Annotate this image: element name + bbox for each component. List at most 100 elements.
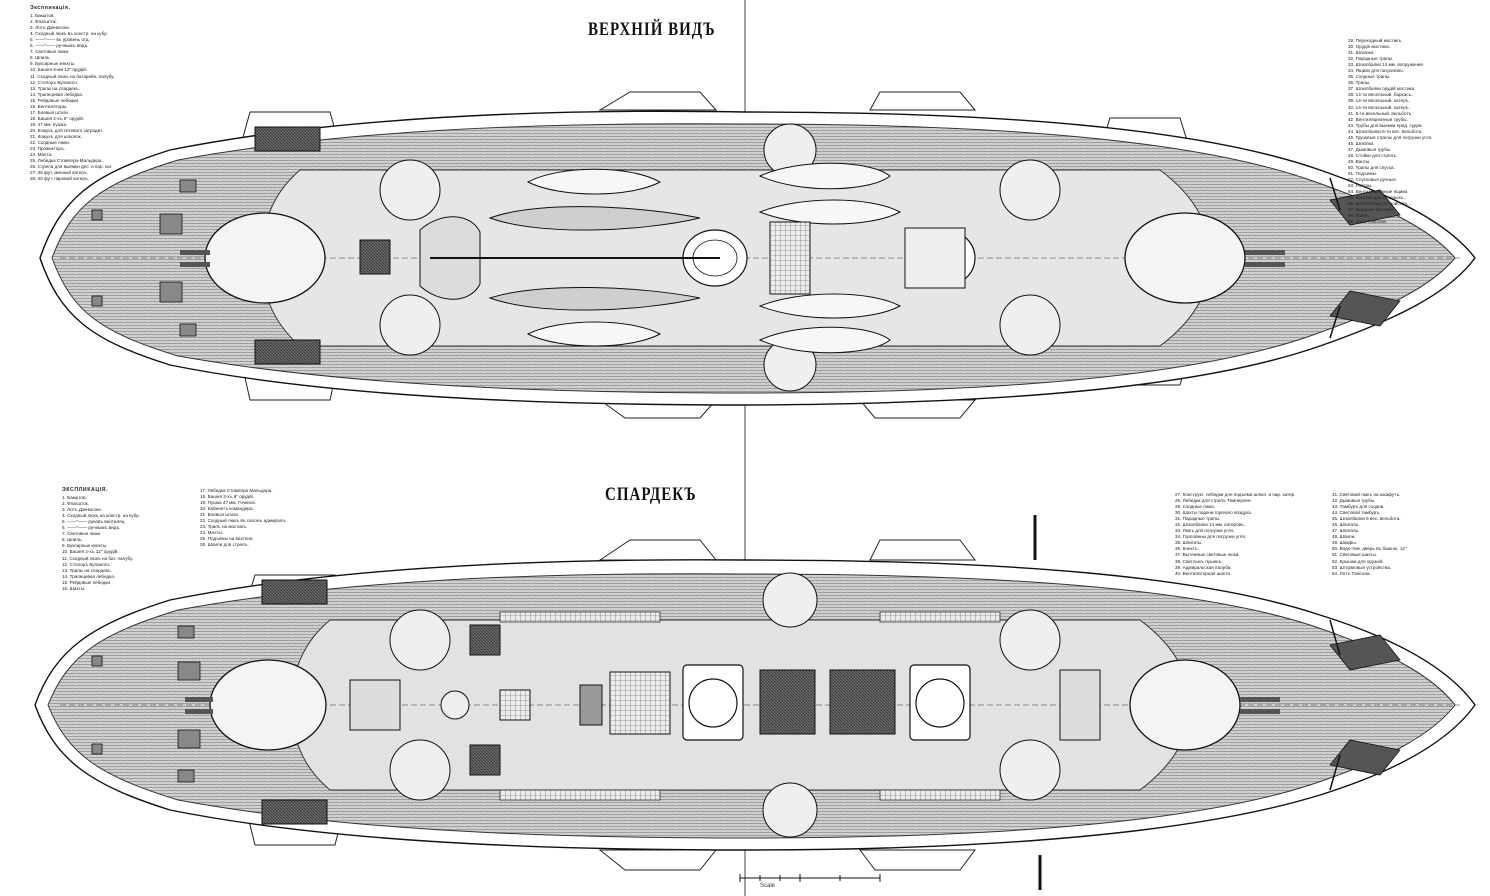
legend-item: 50. Водо-тем. дверь въ башню. 12" [1332, 546, 1407, 552]
legend-item: 30. Орудія мостика. [1348, 44, 1390, 50]
legend-item: 39. Адмиральская палуба. [1175, 564, 1232, 570]
upper-aft-main-turret [1124, 212, 1246, 304]
legend-item: 28. Лебедки для стрелъ Темперлея. [1175, 498, 1252, 504]
legend-item: 48. Стойки для стрелъ. [1348, 152, 1398, 158]
legend-item: 45. Шлюпбалки 6 вес. вельбота. [1332, 516, 1401, 522]
legend-item: 32. Шлюпбалки 14 мм. катеровъ. [1175, 522, 1246, 528]
legend-item: 43. Тамбуръ для сходни. [1332, 504, 1385, 510]
legend-item: 16. Вентиляторы. [30, 103, 68, 109]
upper-fore-main-turret [204, 212, 326, 304]
legend-item: 19. Пушка 47 мм. Гочкиса. [200, 500, 256, 506]
legend-item: 13. Трапы на спардекъ. [62, 567, 112, 573]
legend-item: 40. Вентиляторная шахта. [1175, 570, 1232, 576]
legend-item: 29. Сходные люки. [1175, 504, 1216, 510]
legend-item: 31. Шлюпки. [1348, 50, 1375, 56]
legend-item: 33. Люкъ для погрузки угля. [1175, 528, 1235, 534]
legend-item: 2. Флагшток. [30, 19, 57, 25]
lower-machinery-blocks [349, 624, 1101, 776]
legend-item: 26. Стрела для выемки дес. и пар. кат. [30, 164, 113, 170]
scale-label: Scale [760, 883, 776, 889]
legend-item: 52. Крышки для оружей. [1332, 558, 1384, 564]
lower-aft-main-turret [1129, 659, 1241, 751]
lower-gun-rails [499, 611, 1001, 801]
legend-item: 22. Сходные люки. [30, 140, 71, 146]
legend-item: 7. Световые люки. [30, 49, 70, 55]
legend-item: 4. Сходный люкъ въ констр. на кубр. [30, 31, 109, 37]
legend-item: 36. Трапы. [1348, 80, 1371, 86]
legend-item: 14. Трапецевая лебедка. [30, 91, 84, 97]
legend-lower-right-1: 27. Конструкт. лебедки для подъема шлюп.… [1175, 492, 1296, 577]
lower-fore-main-turret [209, 659, 327, 751]
legend-item: 1. Бакштов. [62, 495, 87, 501]
legend-lower-mid: 17. Лебедка Стомпера Мальдера. 18. Башня… [200, 488, 286, 548]
legend-item: 38. 14-ти весельный. баркасъ. [1348, 92, 1413, 98]
legend-item: 59. Лотъ Томсона. [1348, 219, 1387, 225]
legend-item: 54. Лотъ Томсона. [1332, 570, 1371, 576]
legend-item: 46. Шпигаты. [1332, 522, 1360, 528]
legend-item: 10. Башня 8-ми 12" орудій. [30, 67, 88, 73]
legend-item: 23. Прожекторъ. [30, 146, 66, 152]
legend-item: 46. Шлюпки. [1348, 140, 1375, 146]
legend-item: 9. Буксирные кнехты. [62, 543, 108, 549]
legend-item: 31. Парадные трапы. [1175, 516, 1221, 522]
legend-item: 36. Кнехтъ. [1175, 546, 1199, 552]
legend-item: 48. Шпили. [1332, 534, 1356, 540]
legend-item: 22. Сходный люкъ въ салонъ адмирала. [200, 518, 287, 524]
legend-item: 13. Трапы на спардекъ. [30, 85, 80, 91]
legend-item: 20. Кабинетъ командира. [200, 506, 254, 512]
legend-item: 14. Трапецевая лебедка. [62, 573, 116, 579]
legend-item: 34. Горловины для погрузки угля. [1175, 534, 1247, 540]
upper-view-title: ВЕРХНІЙ ВИДЪ [588, 19, 716, 40]
legend-item: 41. 6-ти весельный. вельботъ. [1348, 110, 1413, 116]
legend-item: 47. Шпигаты. [1332, 528, 1360, 534]
legend-item: 19. 47 мм. пушка. [30, 121, 68, 127]
legend-item: 27. Конструкт. лебедки для подъема шлюп.… [1175, 492, 1296, 497]
legend-item: 2. Флагшток. [62, 501, 89, 507]
legend-heading: ЭКСПЛИКАЦІЯ. [62, 487, 109, 493]
upper-secondary-turrets [379, 123, 1061, 392]
upper-boats [488, 162, 902, 354]
legend-item: 47. Дымовыя трубы. [1348, 146, 1392, 152]
legend-item: 8. Шпиль. [62, 537, 83, 543]
legend-item: 27. 36 фут. минный катеръ. [30, 170, 89, 176]
legend-item: 20. Кожухъ для сетевого заградит. [30, 127, 104, 133]
legend-item: 18. Башня 2-хъ 6" орудій. [200, 494, 254, 500]
legend-item: 6. ——"—— ручнымъ видъ. [62, 525, 121, 531]
legend-item: 57. Входные мостики. [1348, 207, 1395, 213]
legend-item: 4. Сходный люкъ на констр. на кубр. [62, 513, 141, 519]
legend-item: 5. ——"—— въ уровень отд. [30, 37, 90, 43]
legend-item: 49. Шкафы. [1332, 540, 1357, 546]
legend-item: 26. Шпили для стрелъ. [200, 542, 249, 548]
legend-item: 45. Грузовыя стрелы для погрузки угля. [1348, 134, 1433, 140]
legend-item: 54. Вентиляционные ящики. [1348, 189, 1409, 195]
spardeck-title: СПАРДЕКЪ [605, 484, 697, 505]
legend-item: 25. Подъемы на вахтенн. [200, 536, 254, 542]
legend-upper-right: 29. Переходный мостикъ. 30. Орудія мости… [1348, 38, 1432, 225]
legend-item: 44. Шлюпбалки 6-ти вес. вельбота. [1348, 128, 1423, 134]
legend-item: 12. Стопоръ Буланого. [62, 561, 111, 567]
legend-item: 11. Сходный люкъ на батарейн. палубу. [30, 73, 115, 79]
legend-item: 21. Боевыя штаги. [200, 512, 240, 518]
legend-item: 3. Лотъ Джемсона. [62, 507, 102, 513]
legend-item: 8. Шпиль. [30, 55, 51, 61]
legend-lower-left: ЭКСПЛИКАЦІЯ. 1. Бакштов. 2. Флагшток. 3.… [62, 487, 140, 592]
upper-bow-fittings [91, 179, 197, 337]
legend-item: 34. Ящики для патроновъ. [1348, 68, 1404, 74]
lower-secondary-turrets [389, 572, 1061, 838]
legend-item: 6. ——"—— ручнымъ видъ. [30, 43, 89, 49]
legend-item: 30. Шахты подачи горячаго воздуха. [1175, 510, 1253, 516]
legend-item: 17. Боевыя штаги. [30, 109, 70, 115]
legend-item: 52. Спусковыя ручныя. [1348, 177, 1397, 183]
legend-item: 50. Трапы для спуска. [1348, 164, 1395, 170]
legend-item: 17. Лебедка Стомпера Мальдера. [200, 488, 273, 493]
legend-item: 21. Кожухъ для шлюпок. [30, 133, 82, 139]
legend-item: 49. Ванты. [1348, 158, 1371, 164]
lower-funnels [682, 664, 971, 741]
legend-item: 18. Башня 2-хъ 6" орудій. [30, 115, 84, 121]
legend-item: 56. Шлюпочные устройства. [1348, 201, 1408, 207]
legend-item: 12. Стопоръ Буланого. [30, 79, 79, 85]
legend-item: 1. Бакштов. [30, 13, 55, 19]
legend-upper-left: Экспликація. 1. Бакштов. 2. Флагшток. 3.… [30, 5, 114, 182]
legend-item: 39. 14-ти весельный. катеръ. [1348, 98, 1410, 104]
